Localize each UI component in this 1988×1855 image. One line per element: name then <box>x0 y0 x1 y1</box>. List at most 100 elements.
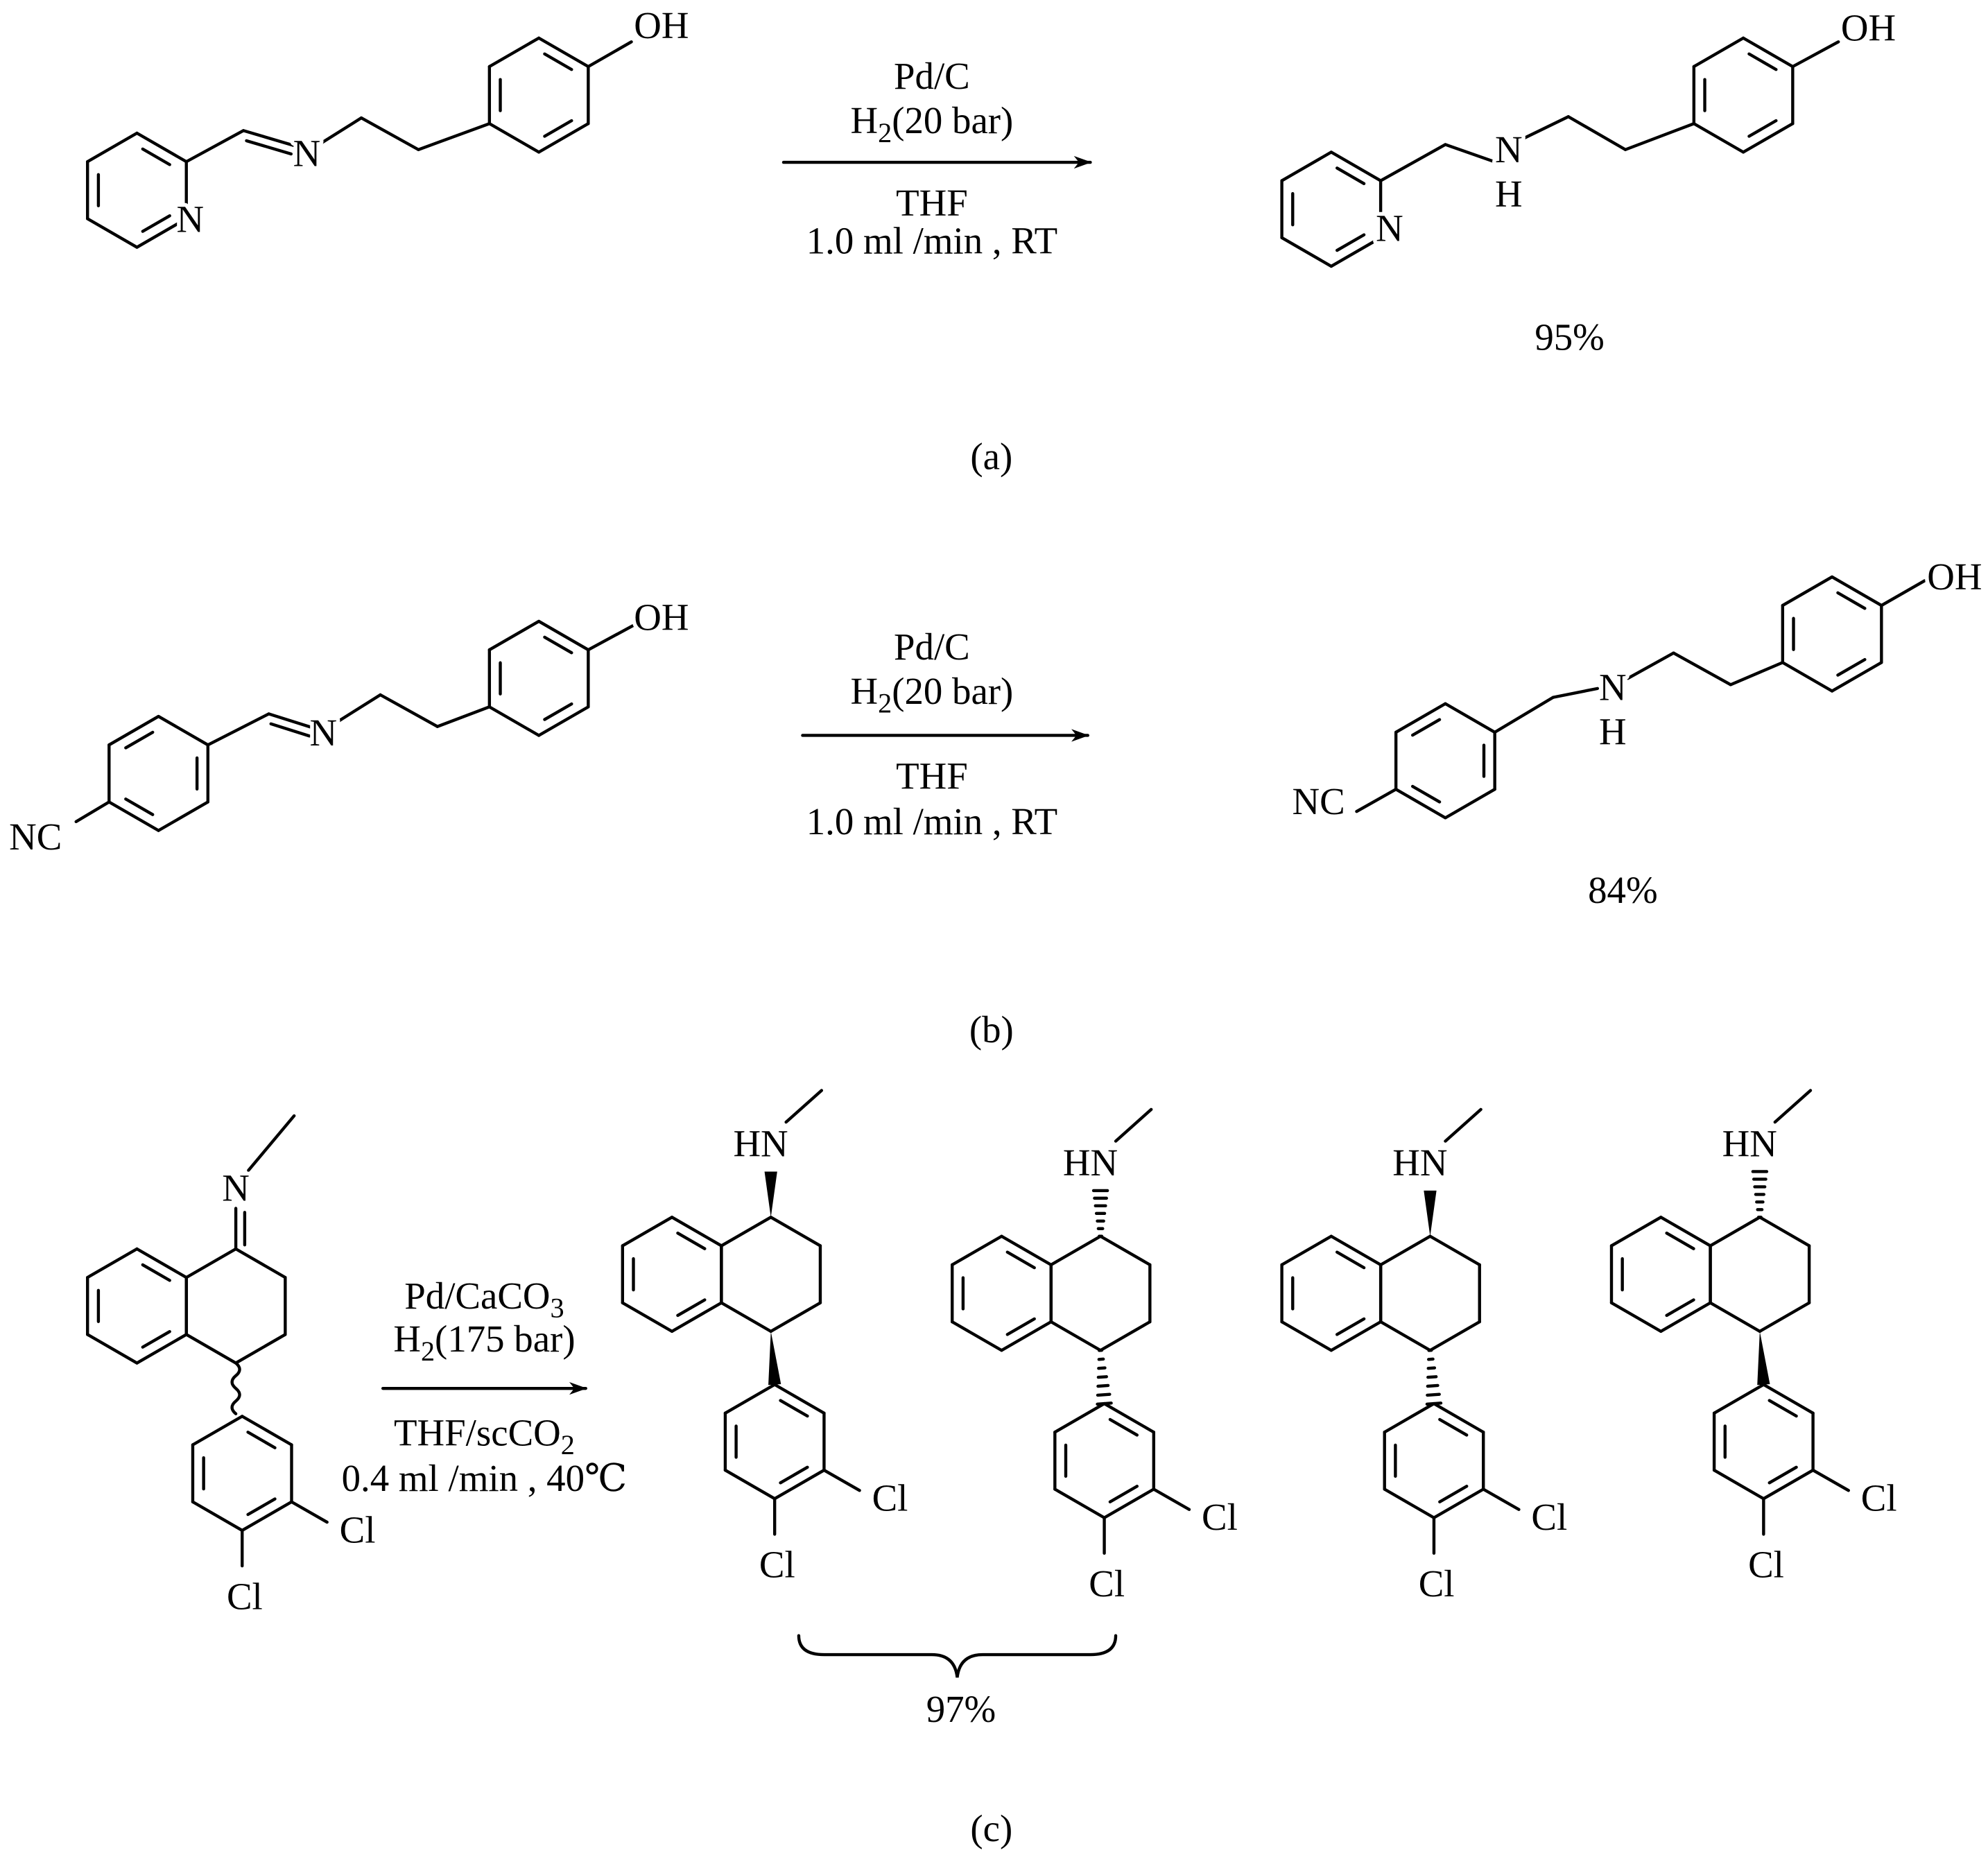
aromatic-double-bond <box>246 1497 277 1517</box>
catalyst-label: Pd/C <box>894 55 970 97</box>
ring-bond <box>1280 236 1333 268</box>
bond <box>1811 1468 1851 1492</box>
bond <box>1355 788 1398 813</box>
ring-bond <box>537 705 590 737</box>
aryl-ring-bond <box>1762 1468 1815 1501</box>
bond <box>1880 579 1926 607</box>
aromatic-double-bond <box>779 1465 809 1485</box>
aromatic-double-bond <box>543 635 573 655</box>
aromatic-double-bond <box>1108 1417 1139 1437</box>
ring-bond <box>1830 575 1883 607</box>
aromatic-ring-bond <box>621 1301 674 1334</box>
aryl-ring-bond <box>1103 1401 1156 1434</box>
aromatic-ring-bond <box>135 1247 188 1279</box>
aromatic-double-bond <box>543 119 573 138</box>
solvent-label: THF <box>896 754 968 797</box>
aromatic-ring-bond <box>951 1320 1003 1352</box>
scheme-label-b: (b) <box>969 1008 1014 1051</box>
aromatic-double-bond <box>1005 1250 1036 1270</box>
aryl-ring-bond <box>1103 1487 1156 1519</box>
pressure-label-subscript: 2 <box>878 688 892 719</box>
bond <box>1791 40 1840 69</box>
aromatic-double-bond <box>676 1298 707 1318</box>
chain-bond <box>1493 696 1555 734</box>
aromatic-ring-bond <box>670 1216 723 1248</box>
aromatic-double-bond <box>1336 1317 1366 1336</box>
pressure-label: H2(20 bar) <box>850 670 1013 719</box>
aryl-ring-bond <box>723 1383 777 1415</box>
catalyst-label-main: Pd/C <box>894 55 970 97</box>
chloro-label: Cl <box>227 1575 263 1617</box>
aromatic-double-bond <box>141 1329 171 1349</box>
ring-bond <box>1329 150 1383 182</box>
chain-bond <box>1519 115 1570 141</box>
ring-bond <box>1394 788 1447 820</box>
bonds-layer <box>74 36 1926 1678</box>
aromatic-ring-bond <box>670 1301 723 1334</box>
aromatic-double-bond <box>1005 1317 1036 1336</box>
solvent-label: THF <box>896 182 968 224</box>
chloro-label: Cl <box>1202 1496 1238 1538</box>
imine-n-label: N <box>222 1167 250 1209</box>
chain-bond <box>1551 687 1600 699</box>
aromatic-ring-bond <box>86 1333 139 1365</box>
saturated-ring-bond <box>1098 1320 1152 1352</box>
aryl-ring-bond <box>1053 1401 1106 1434</box>
chain-bond <box>359 116 420 151</box>
aromatic-double-bond <box>124 797 155 816</box>
bond <box>290 1500 329 1524</box>
ring-bond <box>86 131 139 164</box>
chain-bond <box>1566 115 1627 151</box>
pressure-label-subscript: 2 <box>421 1336 435 1367</box>
chain-bond <box>1672 651 1733 687</box>
aryl-ring-bond <box>241 1415 293 1447</box>
pressure-label: H2(175 bar) <box>393 1318 575 1367</box>
yield-label: 97% <box>926 1688 996 1730</box>
aromatic-double-bond <box>1438 1485 1469 1503</box>
aromatic-ring-bond <box>621 1216 674 1248</box>
ring-bond <box>86 217 139 249</box>
saturated-ring-bond <box>184 1333 238 1365</box>
hash-bond <box>1097 1366 1107 1370</box>
aryl-ring-bond <box>191 1500 244 1533</box>
chain-bond <box>1623 122 1695 151</box>
saturated-ring-bond <box>184 1247 238 1279</box>
saturated-ring-bond <box>1379 1234 1432 1267</box>
aryl-ring-bond <box>191 1415 244 1447</box>
pressure-label-rest: (20 bar) <box>892 99 1013 141</box>
aromatic-ring-bond <box>1280 1320 1333 1352</box>
pressure-label-rest: (175 bar) <box>435 1318 576 1360</box>
bond <box>822 1468 861 1492</box>
catalyst-label-main: Pd/C <box>894 625 970 668</box>
aromatic-double-bond <box>1665 1232 1695 1250</box>
aromatic-double-bond <box>1336 166 1366 185</box>
saturated-ring-bond <box>1758 1301 1811 1334</box>
ring-bond <box>1444 788 1496 820</box>
aromatic-ring-bond <box>1329 1320 1383 1352</box>
aromatic-double-bond <box>141 1263 171 1282</box>
aromatic-double-bond <box>1747 52 1778 71</box>
aromatic-double-bond <box>1665 1298 1695 1318</box>
bond <box>1773 1089 1813 1124</box>
wedge-bond <box>1424 1190 1437 1236</box>
double-bond <box>241 129 301 149</box>
saturated-ring-bond <box>1709 1216 1762 1248</box>
solvent-label-main: THF <box>896 182 968 224</box>
chain-bond <box>435 705 491 728</box>
saturated-ring-bond <box>1709 1301 1762 1334</box>
aromatic-double-bond <box>779 1399 809 1418</box>
aromatic-double-bond <box>141 214 171 233</box>
imine-n-label: N <box>309 711 337 754</box>
aryl-ring-bond <box>1383 1401 1436 1434</box>
bond <box>1482 1487 1521 1511</box>
chloro-label: Cl <box>1861 1477 1897 1519</box>
bond <box>1114 1107 1153 1143</box>
pressure-label-main: H <box>850 670 878 712</box>
ring-bond <box>1741 122 1795 154</box>
double-bond <box>269 722 311 738</box>
amine-n-label: N <box>1495 128 1523 171</box>
saturated-ring-bond <box>1049 1234 1103 1267</box>
chloro-label: Cl <box>1748 1544 1784 1586</box>
